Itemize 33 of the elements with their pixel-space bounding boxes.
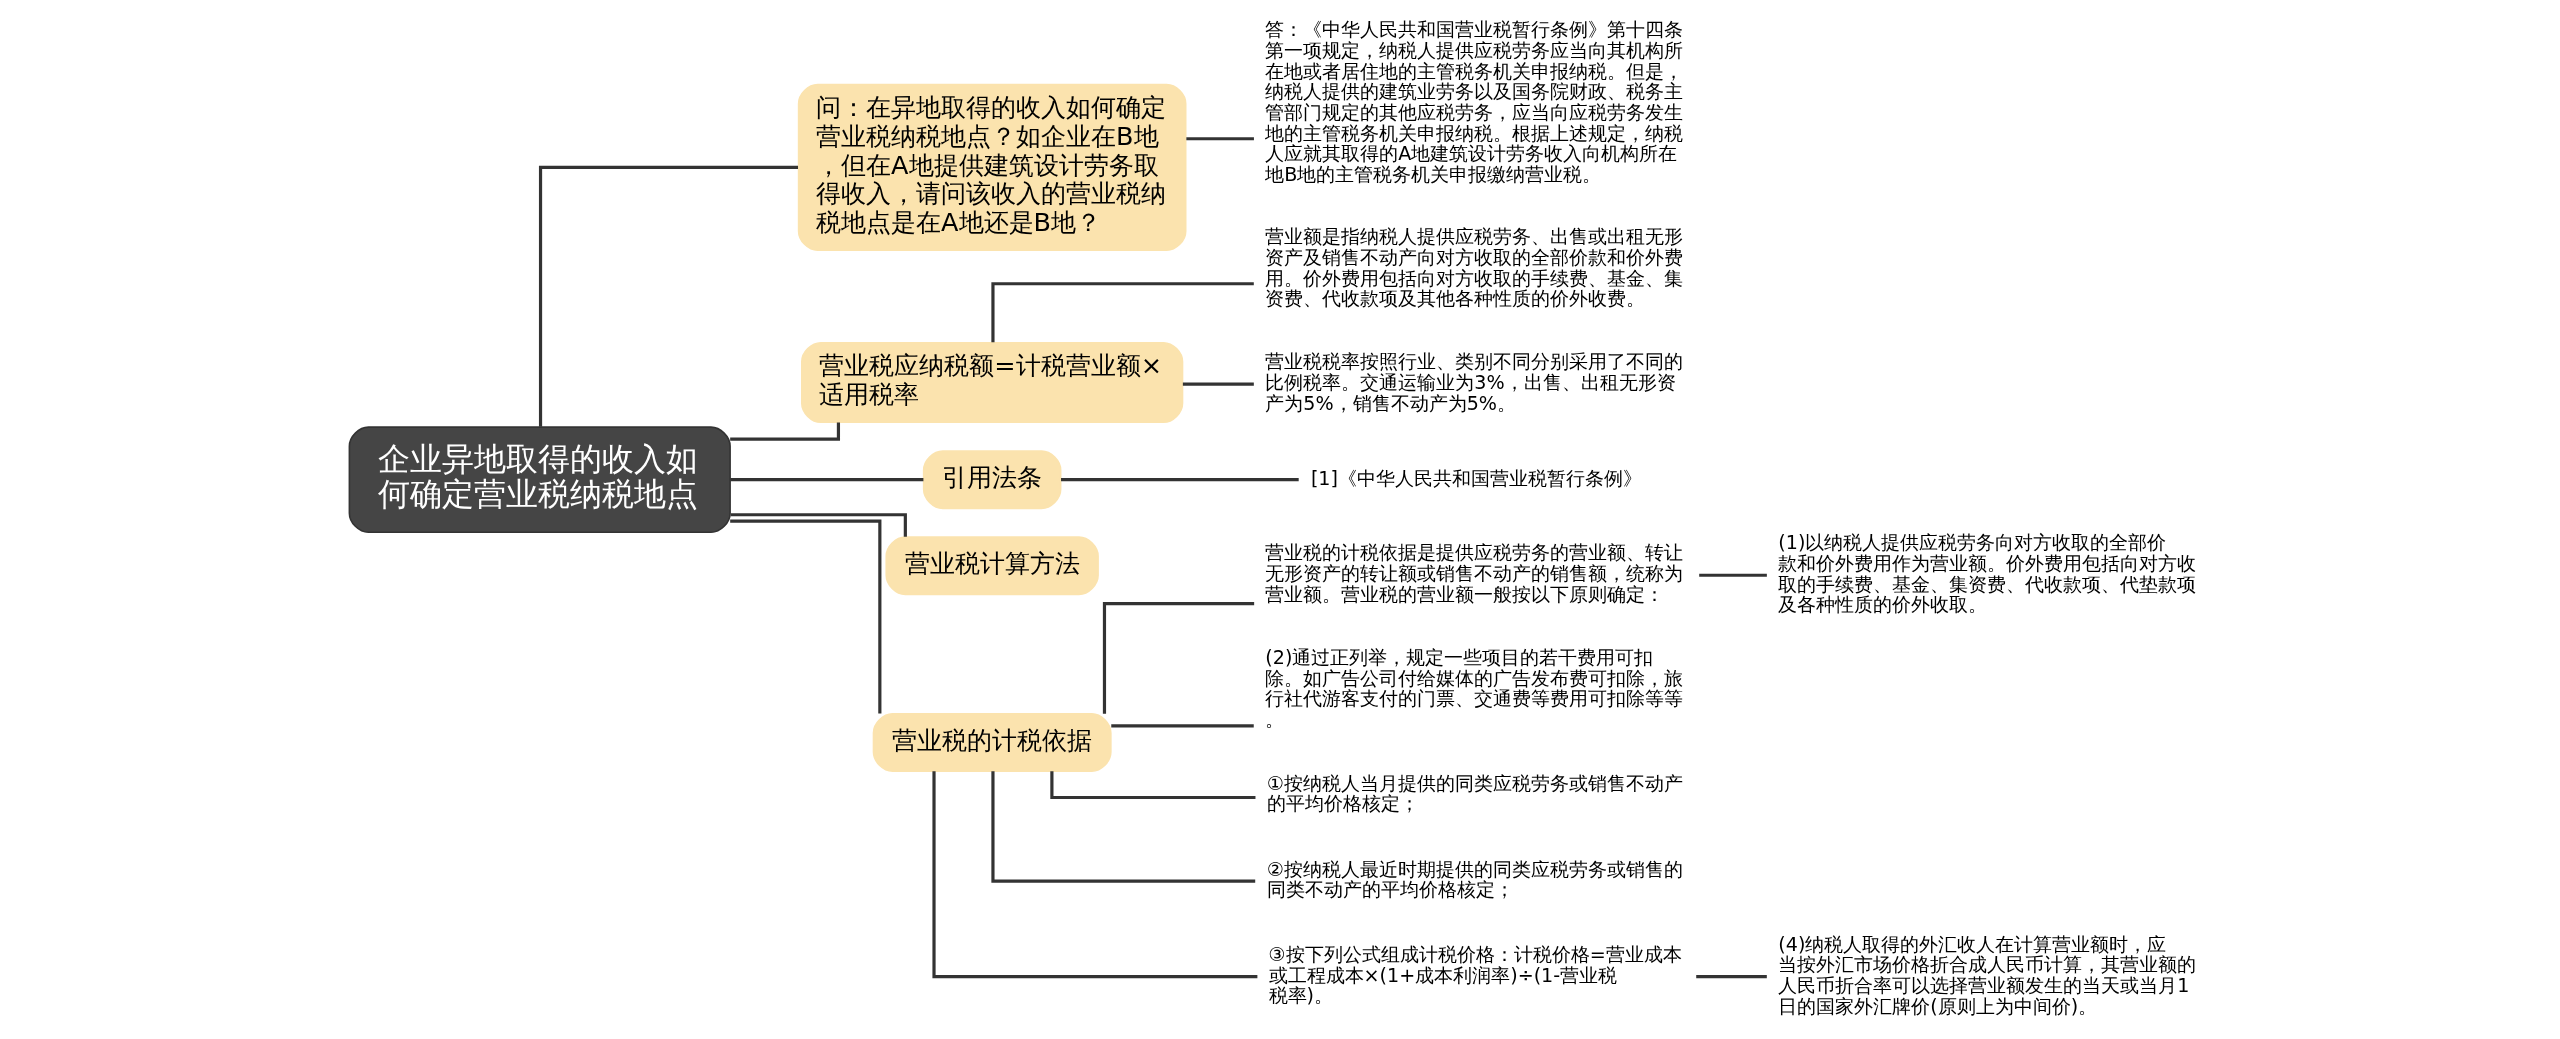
connector bbox=[729, 422, 840, 441]
connector bbox=[931, 771, 1257, 979]
node-text: (2)通过正列举，规定一些项目的若干费用可扣除。如广告公司付给媒体的广告发布费可扣除，旅行社代游客支付的门票、交通费等费用可扣除等等。 bbox=[1264, 645, 1683, 731]
node-text: 营业税税率按照行业、类别不同分别采用了不同的比例税率。交通运输业为3%，出售、出租无形资产为5%，销售不动产为5%。 bbox=[1264, 350, 1683, 415]
node-text: ①按纳税人当月提供的同类应税劳务或销售不动产的平均价格核定； bbox=[1266, 771, 1683, 816]
node-text: 营业额是指纳税人提供应税劳务、出售或出租无形资产及销售不动产向对方收取的全部价款和价外费用。价外费用包括向对方收取的手续费、基金、集资费、代收款项及其他各种性质的价外收费。 bbox=[1264, 225, 1683, 311]
connector bbox=[1182, 382, 1254, 386]
connector bbox=[1698, 573, 1767, 577]
connector bbox=[1102, 601, 1254, 714]
node-text: (1)以纳税人提供应税劳务向对方收取的全部价款和价外费用作为营业额。价外费用包括向对方收取的手续费、基金、集资费、代收款项、代垫款项及各种性质的价外收取。 bbox=[1777, 531, 2196, 617]
node-box: 营业税计算方法 bbox=[884, 536, 1099, 596]
node-box: 营业税的计税依据 bbox=[872, 713, 1112, 772]
connector bbox=[1185, 137, 1254, 141]
node-box: 问：在异地取得的收入如何确定营业税纳税地点？如企业在B地，但在A地提供建筑设计劳务取得收入，请问该收入的营业税纳税地点是在A地还是B地？ bbox=[797, 83, 1186, 252]
node-text: 营业税的计税依据是提供应税劳务的营业额、转让无形资产的转让额或销售不动产的销售额，统称为营业额。营业税的营业额一般按以下原则确定： bbox=[1264, 541, 1683, 606]
connector bbox=[1060, 478, 1299, 482]
node-box: 营业税应纳税额=计税营业额×适用税率 bbox=[800, 341, 1183, 424]
connector bbox=[1110, 724, 1254, 728]
connector bbox=[538, 165, 798, 427]
connector bbox=[1695, 975, 1767, 979]
node-text: 答：《中华人民共和国营业税暂行条例》第十四条第一项规定，纳税人提供应税劳务应当向其机构所在地或者居住地的主管税务机关申报纳税。但是，纳税人提供的建筑业劳务以及国务院财政、税务主管部门规定的其他应税劳务，应当向应税劳务发生地的主管税务机关申报纳税。根据上述规定，纳税人应就其取得的A地建筑设计劳务收入向机构所在地B地的主管税务机关申报缴纳营业税。 bbox=[1264, 18, 1683, 187]
connector bbox=[1049, 771, 1255, 800]
connector bbox=[729, 519, 881, 714]
connector bbox=[990, 282, 1254, 343]
node-box: 企业异地取得的收入如何确定营业税纳税地点 bbox=[348, 426, 731, 534]
node-text: [1]《中华人民共和国营业税暂行条例》 bbox=[1310, 466, 1642, 490]
connector bbox=[990, 771, 1255, 883]
node-text: (4)纳税人取得的外汇收人在计算营业额时，应当按外汇市场价格折合成人民币计算，其营业额的人民币折合率可以选择营业额发生的当天或当月1日的国家外汇牌价(原则上为中间价)。 bbox=[1777, 932, 2196, 1018]
node-text: ③按下列公式组成计税价格：计税价格=营业成本或工程成本×(1+成本利润率)÷(1-营业税税率)。 bbox=[1268, 942, 1682, 1008]
node-box: 引用法条 bbox=[922, 450, 1061, 510]
connector bbox=[730, 513, 907, 537]
connector bbox=[729, 478, 923, 482]
node-text: ②按纳税人最近时期提供的同类应税劳务或销售的同类不动产的平均价格核定； bbox=[1266, 857, 1683, 902]
